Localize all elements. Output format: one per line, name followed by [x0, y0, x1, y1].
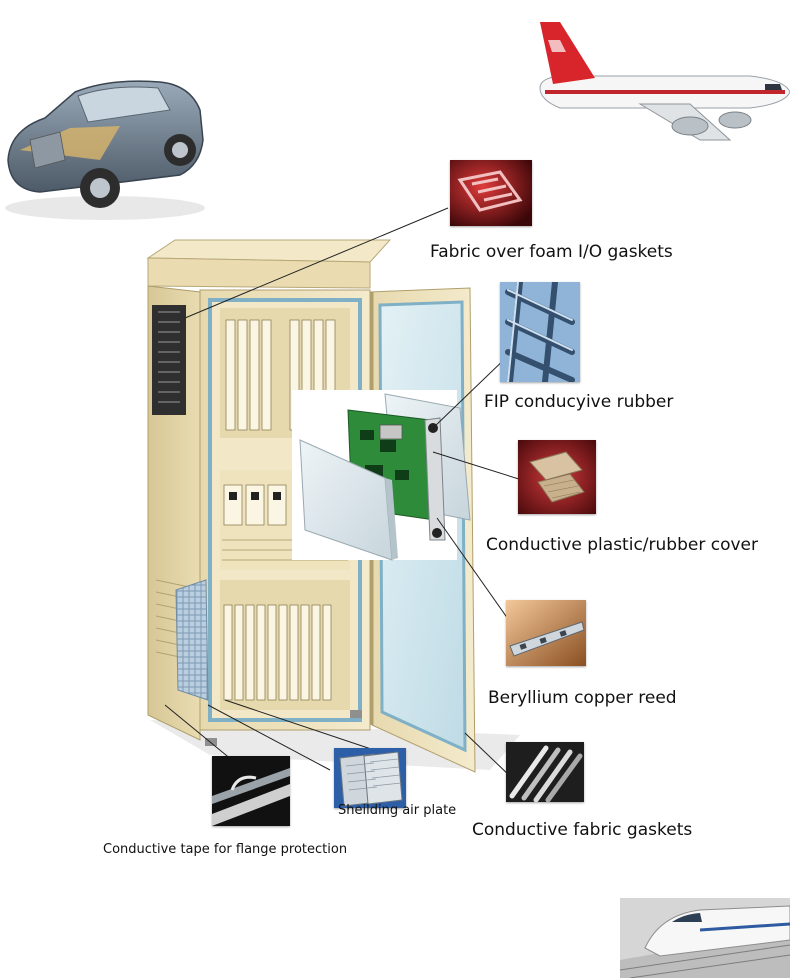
fabric-over-foam-thumbnail: [450, 160, 532, 226]
shielding-air-plate-thumbnail: [334, 748, 406, 808]
conductive-fabric-gaskets-thumbnail: [506, 742, 584, 802]
plastic-rubber-cover-thumbnail: [518, 440, 596, 514]
label-fip-rubber: FIP conducyive rubber: [484, 392, 674, 412]
label-fabric-gaskets: Conductive fabric gaskets: [472, 820, 693, 840]
label-conductive-tape: Conductive tape for flange protection: [103, 842, 348, 857]
train-illustration: [619, 898, 790, 978]
airplane-illustration: [539, 22, 790, 141]
conductive-tape-thumbnail: [212, 756, 290, 826]
beryllium-copper-reed-thumbnail: [506, 600, 586, 666]
label-fabric-over-foam: Fabric over foam I/O gaskets: [430, 242, 673, 262]
fip-rubber-thumbnail: [500, 282, 580, 382]
label-beryllium-reed: Beryllium copper reed: [488, 688, 677, 708]
pcb-inset: [292, 390, 471, 561]
label-shielding-air-plate: Sheilding air plate: [338, 803, 457, 818]
car-illustration: [5, 80, 205, 220]
cabinet-illustration: [146, 239, 520, 773]
label-plastic-rubber-cover: Conductive plastic/rubber cover: [486, 535, 758, 555]
